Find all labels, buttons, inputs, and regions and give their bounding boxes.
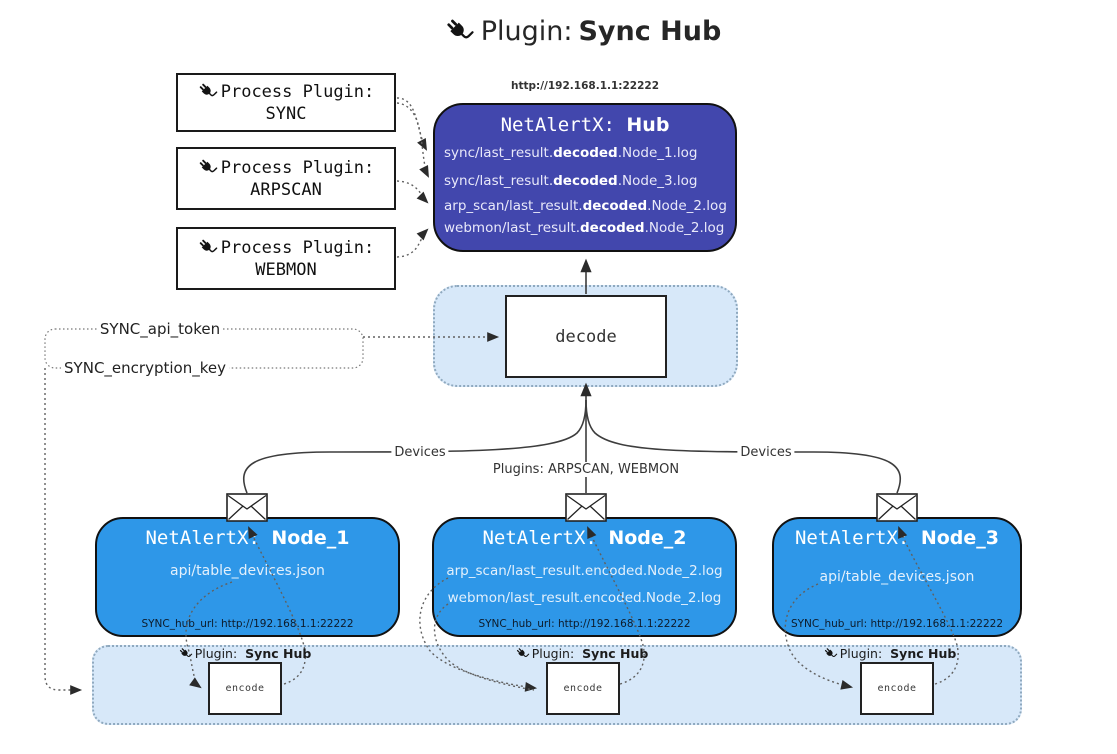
- encode-plugin-label: Plugin: Sync Hub: [178, 646, 311, 661]
- process-plugin-label-row: Process Plugin:: [197, 81, 375, 102]
- edge-secrets-to-encoders: [44, 368, 83, 695]
- edge-webmon-to-hub: [396, 228, 429, 258]
- process-plugin-name: ARPSCAN: [250, 179, 322, 200]
- node-title: NetAlertX: Node_3: [794, 527, 999, 549]
- process-plugin-sync-box: Process Plugin: SYNC: [176, 73, 396, 132]
- process-plugin-label: Process Plugin:: [220, 81, 375, 102]
- page-title-prefix: Plugin:: [480, 16, 573, 47]
- hub-box: NetAlertX: Hub sync/last_result.decoded.…: [433, 103, 737, 252]
- edge-sync-to-hub-1: [396, 97, 427, 151]
- process-plugin-label-row: Process Plugin:: [197, 237, 375, 258]
- node-hub-url: SYNC_hub_url: http://192.168.1.1:22222: [141, 618, 354, 630]
- node-1-box: NetAlertX: Node_1 api/table_devices.json…: [95, 517, 400, 637]
- plug-icon: [197, 81, 218, 100]
- decode-box: decode: [505, 295, 667, 378]
- plug-icon: [515, 646, 530, 660]
- node-3-box: NetAlertX: Node_3 api/table_devices.json…: [772, 517, 1022, 637]
- node-file: api/table_devices.json: [819, 569, 975, 585]
- node-title: NetAlertX: Node_1: [145, 527, 350, 549]
- plug-icon: [823, 646, 838, 660]
- encode-plugin-label: Plugin: Sync Hub: [823, 646, 956, 661]
- hub-title-bold: Hub: [626, 114, 670, 136]
- process-plugin-label: Process Plugin:: [220, 157, 375, 178]
- encode-plugin-label: Plugin: Sync Hub: [515, 646, 648, 661]
- hub-log-line: webmon/last_result.decoded.Node_2.log: [444, 220, 725, 236]
- node-hub-url: SYNC_hub_url: http://192.168.1.1:22222: [478, 618, 691, 630]
- node-hub-url: SYNC_hub_url: http://192.168.1.1:22222: [790, 618, 1004, 630]
- hub-url: http://192.168.1.1:22222: [507, 80, 663, 92]
- process-plugin-label-row: Process Plugin:: [197, 157, 375, 178]
- decode-label: decode: [555, 326, 617, 347]
- plug-icon: [197, 237, 218, 256]
- edge-label-devices-right: Devices: [737, 445, 795, 460]
- hub-title: NetAlertX: Hub: [435, 114, 735, 136]
- process-plugin-webmon-box: Process Plugin: WEBMON: [176, 227, 396, 290]
- process-plugin-arpscan-box: Process Plugin: ARPSCAN: [176, 147, 396, 210]
- process-plugin-name: WEBMON: [255, 259, 317, 280]
- hub-log-line: arp_scan/last_result.decoded.Node_2.log: [444, 198, 727, 214]
- page-title: Plugin: Sync Hub: [444, 16, 722, 47]
- edge-arpscan-to-hub: [396, 180, 429, 204]
- node-file: api/table_devices.json: [170, 563, 325, 579]
- sync-encryption-key-label: SYNC_encryption_key: [61, 359, 229, 377]
- process-plugin-label: Process Plugin:: [220, 237, 375, 258]
- hub-log-line: sync/last_result.decoded.Node_3.log: [444, 173, 698, 189]
- page-title-bold: Sync Hub: [578, 16, 722, 47]
- edge-label-plugins: Plugins: ARPSCAN, WEBMON: [489, 462, 683, 477]
- process-plugin-name: SYNC: [265, 103, 307, 124]
- hub-title-prefix: NetAlertX:: [500, 114, 615, 136]
- encode-box-2: encode: [546, 662, 620, 715]
- node-title: NetAlertX: Node_2: [482, 527, 687, 549]
- node-file: webmon/last_result.encoded.Node_2.log: [447, 590, 722, 606]
- node-file: arp_scan/last_result.encoded.Node_2.log: [446, 563, 723, 579]
- hub-log-line: sync/last_result.decoded.Node_1.log: [444, 145, 698, 161]
- plug-icon: [178, 646, 193, 660]
- edge-label-devices-left: Devices: [391, 445, 449, 460]
- encode-box-1: encode: [208, 662, 282, 715]
- plug-icon: [197, 157, 218, 176]
- node-2-box: NetAlertX: Node_2 arp_scan/last_result.e…: [432, 517, 737, 637]
- edge-sync-to-hub-2: [396, 102, 429, 178]
- encode-box-3: encode: [860, 662, 934, 715]
- plug-icon: [444, 16, 474, 44]
- sync-api-token-label: SYNC_api_token: [96, 320, 224, 338]
